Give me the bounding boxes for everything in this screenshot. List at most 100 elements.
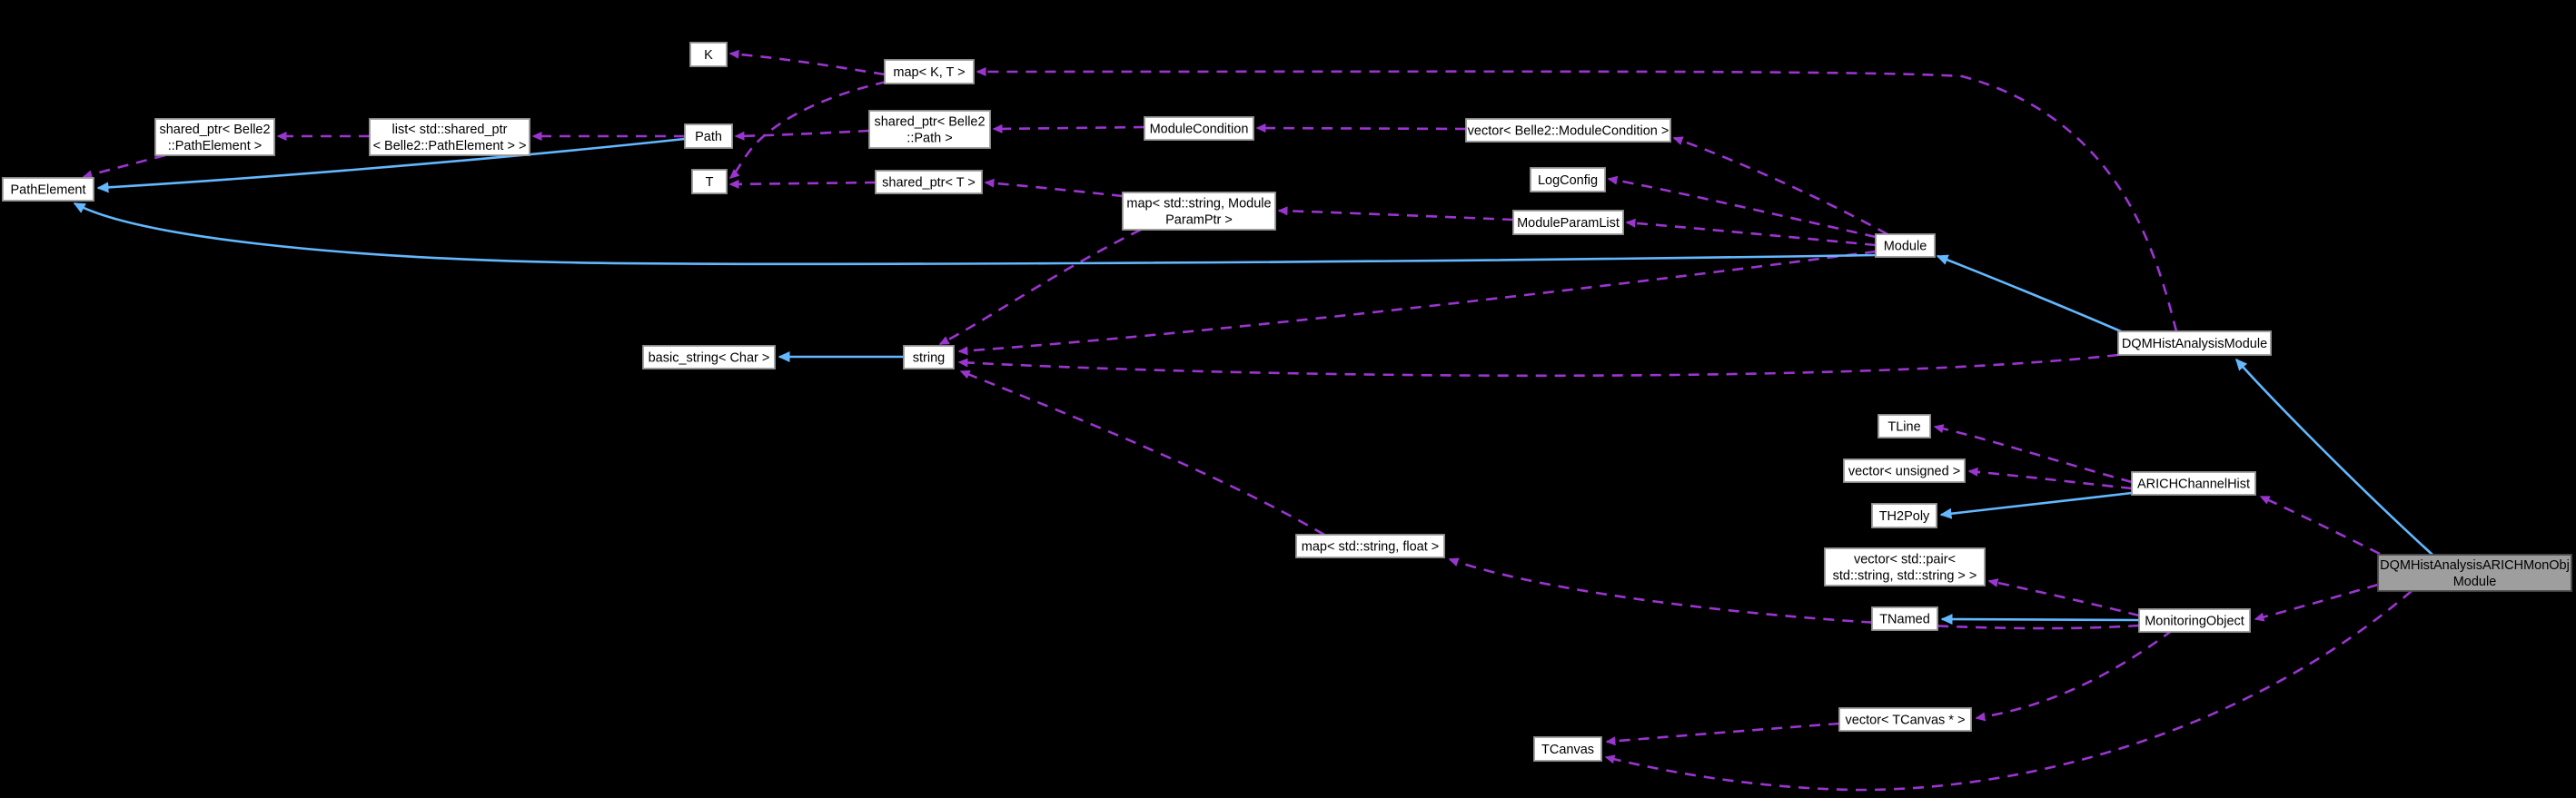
node-k[interactable]: K	[689, 42, 728, 67]
edge-mspp-to-spt	[984, 178, 1124, 198]
node-box[interactable]	[1295, 534, 1445, 558]
node-label: string	[913, 351, 945, 366]
node-string[interactable]: string	[903, 345, 955, 369]
node-tline[interactable]: TLine	[1878, 414, 1931, 438]
edge-dqm-to-map_kt	[976, 66, 2178, 332]
node-label: Module	[1884, 240, 1927, 254]
node-label: vector< std::pair<std::string, std::stri…	[1833, 553, 1977, 584]
node-box[interactable]	[369, 118, 530, 156]
edge-module-to-vbmc	[1672, 136, 1888, 236]
node-box[interactable]	[875, 170, 983, 194]
node-box[interactable]	[1875, 233, 1936, 258]
node-label: vector< unsigned >	[1848, 465, 1960, 479]
edge-mo-to-tnamed	[1940, 614, 2140, 626]
node-vtc[interactable]: vector< TCanvas * >	[1838, 707, 1972, 732]
node-box[interactable]	[1122, 192, 1276, 231]
node-label: LogConfig	[1538, 173, 1598, 188]
node-label: list< std::shared_ptr< Belle2::PathEleme…	[373, 123, 527, 153]
node-label: K	[704, 48, 713, 63]
node-spbp[interactable]: shared_ptr< Belle2::Path >	[868, 110, 991, 149]
edge-mo-to-msf	[1448, 557, 2140, 630]
node-bstr[interactable]: basic_string< Char >	[642, 345, 776, 369]
node-tcanvas[interactable]: TCanvas	[1533, 736, 1602, 762]
node-box[interactable]	[1533, 736, 1602, 762]
node-vuns[interactable]: vector< unsigned >	[1843, 458, 1966, 483]
edge-path-to-pelem	[96, 137, 686, 193]
node-mplist[interactable]: ModuleParamList	[1512, 210, 1624, 235]
node-box[interactable]	[1871, 503, 1937, 528]
node-mo[interactable]: MonitoringObject	[2138, 608, 2251, 633]
node-box[interactable]	[1824, 547, 1986, 586]
node-box[interactable]	[903, 345, 955, 369]
node-vbmc[interactable]: vector< Belle2::ModuleCondition >	[1465, 118, 1671, 143]
node-box[interactable]	[868, 110, 991, 149]
edge-target-to-tcanvas	[1604, 590, 2413, 792]
edge-mcond-to-spbp	[992, 123, 1145, 133]
node-label: TH2Poly	[1879, 509, 1930, 524]
node-t[interactable]: T	[691, 169, 728, 194]
node-tnamed[interactable]: TNamed	[1871, 606, 1938, 631]
node-box[interactable]	[154, 118, 275, 156]
node-box[interactable]	[1871, 606, 1938, 631]
node-box[interactable]	[642, 345, 776, 369]
node-box[interactable]	[1530, 167, 1606, 192]
node-box[interactable]	[2131, 471, 2256, 496]
edge-msf-to-string	[959, 369, 1325, 537]
node-module[interactable]: Module	[1875, 233, 1936, 258]
edge-spbp-to-path	[734, 129, 870, 141]
edge-mplist-to-mspp	[1277, 206, 1514, 222]
node-label: vector< Belle2::ModuleCondition >	[1468, 124, 1669, 139]
node-th2poly[interactable]: TH2Poly	[1871, 503, 1937, 528]
node-box[interactable]	[1878, 414, 1931, 438]
node-box[interactable]	[2377, 554, 2572, 592]
node-spt[interactable]: shared_ptr< T >	[875, 170, 983, 194]
edge-mspp-to-string	[938, 228, 1142, 346]
node-list_spe[interactable]: list< std::shared_ptr< Belle2::PathEleme…	[369, 118, 530, 156]
node-label: map< K, T >	[893, 65, 965, 80]
edge-module-to-pelem	[73, 202, 1877, 266]
edge-arich-to-tline	[1933, 424, 2133, 484]
node-box[interactable]	[2117, 330, 2272, 356]
node-box[interactable]	[1512, 210, 1624, 235]
node-box[interactable]	[689, 42, 728, 67]
node-box[interactable]	[1838, 707, 1972, 732]
node-box[interactable]	[2, 177, 94, 202]
node-label: DQMHistAnalysisModule	[2122, 337, 2267, 351]
edge-dqm-to-string	[957, 353, 2119, 378]
edge-target-to-dqm	[2235, 358, 2433, 556]
node-box[interactable]	[1144, 116, 1254, 141]
node-box[interactable]	[2138, 608, 2251, 633]
node-path[interactable]: Path	[684, 123, 733, 149]
node-box[interactable]	[691, 169, 728, 194]
node-box[interactable]	[1465, 118, 1671, 143]
node-box[interactable]	[684, 123, 733, 149]
node-mcond[interactable]: ModuleCondition	[1144, 116, 1254, 141]
node-spbpe[interactable]: shared_ptr< Belle2::PathElement >	[154, 118, 275, 156]
edge-dqm-to-module	[1936, 254, 2122, 333]
node-vpair[interactable]: vector< std::pair<std::string, std::stri…	[1824, 547, 1986, 586]
node-dqm[interactable]: DQMHistAnalysisModule	[2117, 330, 2272, 356]
node-box[interactable]	[1843, 458, 1966, 483]
node-label: basic_string< Char >	[649, 351, 770, 366]
node-logcfg[interactable]: LogConfig	[1530, 167, 1606, 192]
node-label: shared_ptr< T >	[882, 176, 976, 191]
edge-layer	[73, 49, 2433, 792]
node-arich[interactable]: ARICHChannelHist	[2131, 471, 2256, 496]
node-label: TNamed	[1879, 613, 1930, 627]
node-label: ModuleCondition	[1150, 123, 1249, 137]
node-map_kt[interactable]: map< K, T >	[884, 59, 975, 84]
node-label: Path	[695, 130, 722, 144]
edge-map_kt-to-k	[728, 49, 886, 76]
edge-mo-to-vpair	[1987, 578, 2140, 617]
node-pelem[interactable]: PathElement	[2, 177, 94, 202]
edge-target-to-arich	[2259, 495, 2381, 556]
node-msf[interactable]: map< std::string, float >	[1295, 534, 1445, 558]
node-label: MonitoringObject	[2145, 615, 2244, 629]
node-box[interactable]	[884, 59, 975, 84]
node-label: PathElement	[10, 183, 85, 198]
edge-spbpe-to-pelem	[82, 153, 166, 180]
